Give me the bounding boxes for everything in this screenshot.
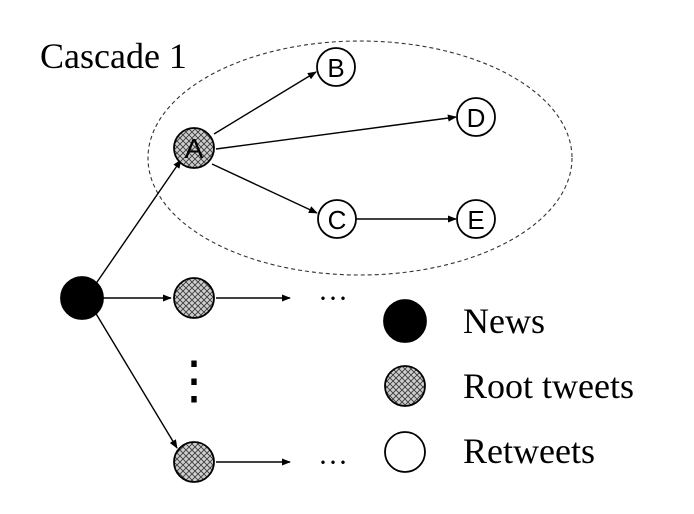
edge-a-to-d	[215, 114, 457, 150]
node-c-label: C	[328, 205, 347, 235]
node-d: D	[456, 97, 496, 137]
edge-a-to-c	[211, 163, 318, 214]
news-node	[60, 276, 104, 320]
node-e: E	[456, 199, 496, 239]
legend-root-tweets-label: Root tweets	[463, 366, 634, 406]
node-d-label: D	[467, 103, 486, 133]
legend-retweets-swatch	[384, 431, 426, 473]
root-tweet-node-bottom	[173, 441, 215, 483]
legend-news-swatch	[383, 299, 427, 343]
node-c: C	[317, 199, 357, 239]
edge-news-to-root-bottom	[94, 311, 178, 449]
ellipsis-lower: ···	[318, 446, 348, 479]
ellipsis-upper: ···	[318, 282, 348, 315]
node-e-label: E	[467, 205, 484, 235]
legend-root-tweets-swatch	[384, 365, 426, 407]
cascade-boundary	[147, 40, 573, 276]
legend: News Root tweets Retweets	[383, 299, 634, 473]
root-tweet-node-mid	[173, 277, 215, 319]
edge-news-to-a	[94, 159, 182, 286]
edge-a-to-b	[213, 71, 317, 135]
node-a: A	[173, 127, 215, 169]
legend-news-label: News	[463, 301, 545, 341]
node-b: B	[316, 47, 356, 87]
ellipsis-vertical: ⋮	[168, 353, 220, 410]
cascade-label: Cascade 1	[40, 36, 187, 76]
node-a-label: A	[185, 133, 204, 164]
node-b-label: B	[327, 53, 344, 83]
legend-retweets-label: Retweets	[463, 431, 595, 471]
